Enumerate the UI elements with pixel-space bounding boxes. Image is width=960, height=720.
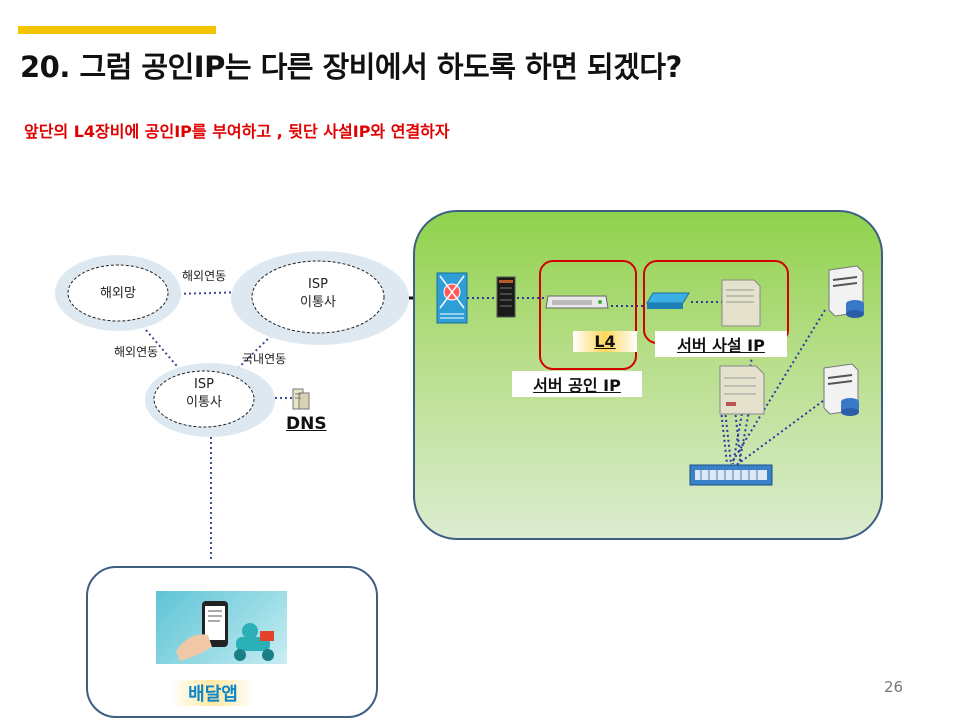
label-overseas-link-bottom: 해외연동 [114, 345, 159, 359]
zone-connections [467, 297, 828, 467]
l4-label: L4 [573, 331, 637, 352]
slide-subtitle: 앞단의 L4장비에 공인IP를 부여하고 , 뒷단 사설IP와 연결하자 [24, 122, 450, 141]
app-server-icon [719, 365, 765, 415]
page-number: 26 [884, 678, 904, 696]
cloud-isp-bottom-line2: 이통사 [186, 395, 222, 410]
cloud-isp-top-label: ISP 이통사 [278, 276, 358, 312]
private-server-icon [721, 279, 761, 327]
cloud-isp-bottom-line1: ISP [194, 377, 214, 392]
public-ip-label: 서버 공인 IP [512, 371, 642, 397]
label-overseas-link-top: 해외연동 [182, 269, 227, 283]
delivery-app-label: 배달앱 [171, 680, 255, 706]
firewall-icon [496, 276, 516, 318]
cloud-isp-top [231, 251, 409, 345]
cloud-isp-top-line1: ISP [308, 277, 328, 292]
cloud-overseas [55, 255, 181, 331]
title-accent-bar [18, 26, 216, 34]
storage-switch-icon [689, 464, 773, 486]
cloud-overseas-label: 해외망 [100, 286, 136, 301]
cloud-isp-bottom [145, 363, 275, 437]
phone-delivery-illustration [176, 601, 274, 661]
dns-label: DNS [286, 414, 327, 434]
slide-title: 20. 그럼 공인IP는 다른 장비에서 하도록 하면 되겠다? [20, 50, 682, 84]
db-server-icon-top [828, 265, 864, 318]
router-icon [436, 272, 468, 324]
link-isp-domestic [235, 331, 276, 371]
l4-highlight-box [539, 260, 637, 370]
db-server-icon-bottom [823, 363, 859, 416]
l4-switch-icon [545, 295, 609, 309]
dns-server-icon [292, 388, 310, 410]
label-domestic-link: 국내연동 [242, 352, 287, 366]
link-overseas-isp-bottom [145, 329, 183, 373]
cloud-isp-top-line2: 이통사 [300, 295, 336, 310]
private-ip-label: 서버 사설 IP [655, 331, 787, 357]
cloud-isp-bottom-label: ISP 이통사 [164, 376, 244, 412]
network-switch-icon [646, 292, 690, 309]
delivery-app-image [156, 591, 287, 664]
